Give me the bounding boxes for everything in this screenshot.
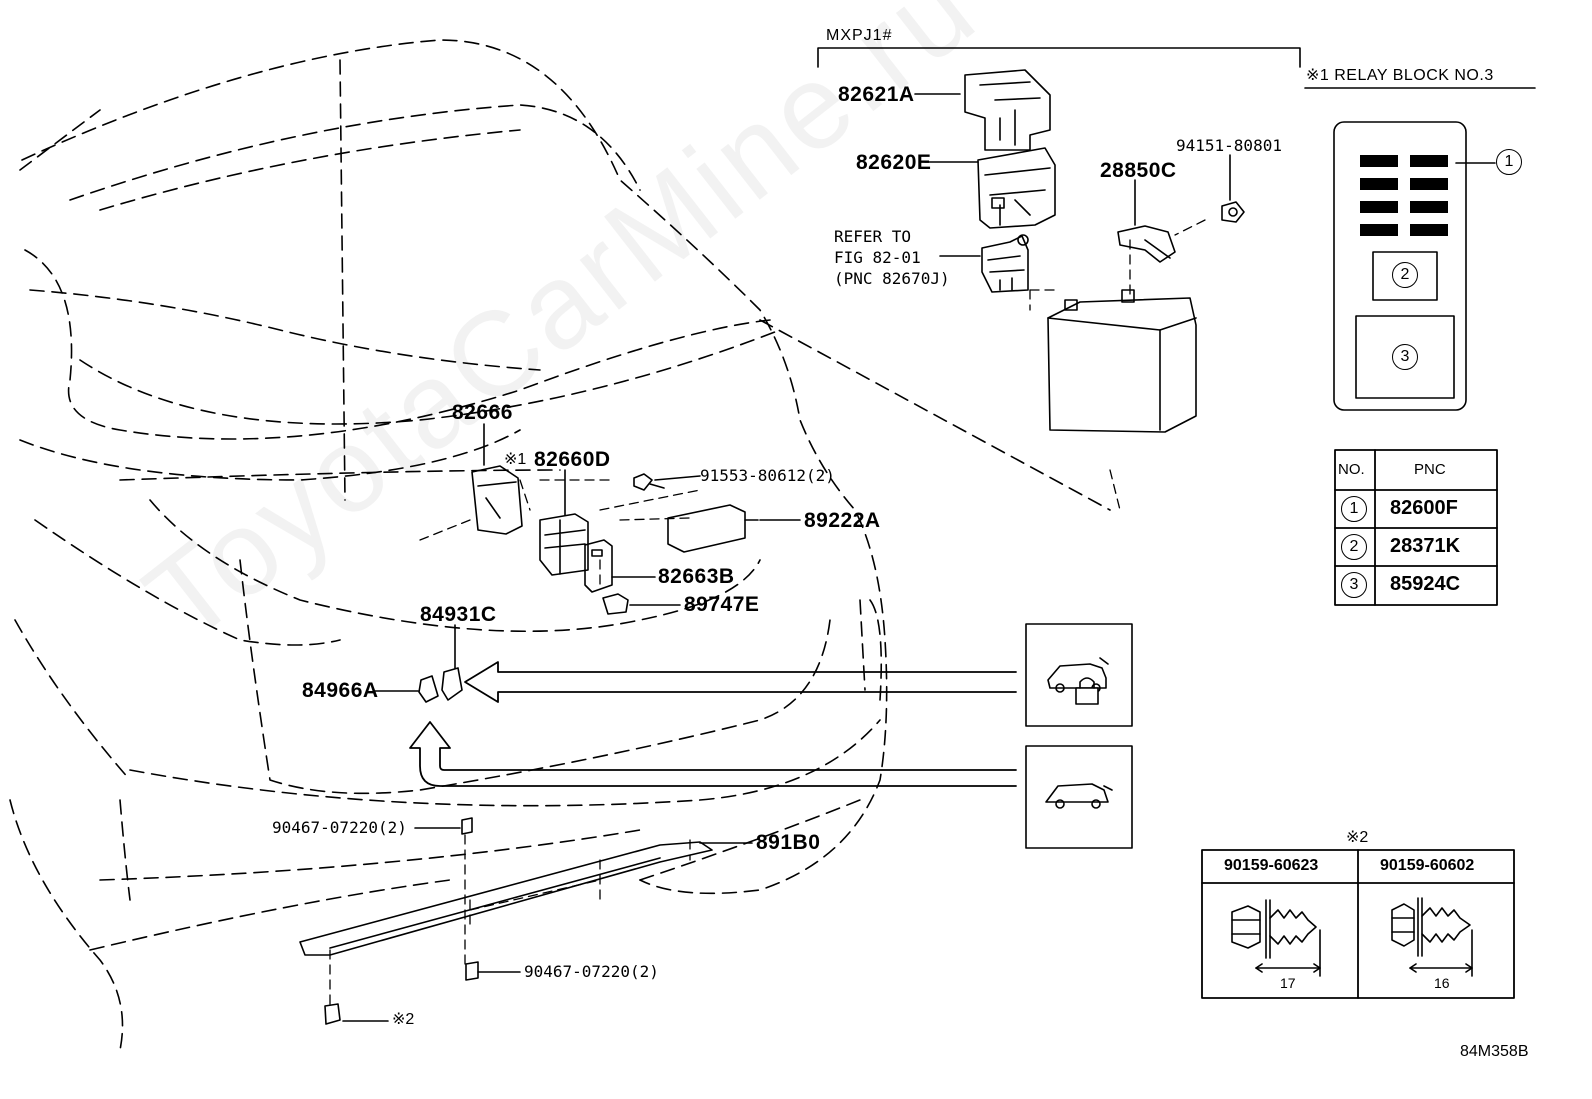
ref-mark-1: ※1 xyxy=(504,451,527,468)
screw-ref2 xyxy=(324,1003,341,1025)
bolt-col-2-part[interactable]: 90159-60602 xyxy=(1380,857,1475,874)
part-label-90467-07220-upper[interactable]: 90467-07220(2) xyxy=(272,818,407,837)
pnc-row-3-no: 3 xyxy=(1341,572,1367,598)
part-label-891B0[interactable]: 891B0 xyxy=(756,831,821,854)
pnc-row-2-no: 2 xyxy=(1341,534,1367,560)
part-label-91553-80612[interactable]: 91553-80612(2) xyxy=(700,466,835,485)
relay-block-cover-82621A xyxy=(964,69,1051,151)
pnc-table-grid xyxy=(1334,449,1498,606)
bolt-table-title: ※2 xyxy=(1346,829,1369,846)
battery xyxy=(1047,289,1197,433)
part-label-84966A[interactable]: 84966A xyxy=(302,679,379,702)
relay-callout-1: 1 xyxy=(1496,149,1522,175)
car-lock-icon xyxy=(1025,623,1133,727)
part-label-84931C[interactable]: 84931C xyxy=(420,603,497,626)
fuse-block-82660D xyxy=(539,513,589,576)
module-89222A xyxy=(667,504,759,553)
diagram-code: 84M358B xyxy=(1460,1043,1529,1060)
refer-note-line-2: FIG 82-01 xyxy=(834,248,921,267)
part-label-82621A[interactable]: 82621A xyxy=(838,83,915,106)
relay-82663B xyxy=(584,539,613,593)
callout-arrows xyxy=(409,661,1017,787)
relay-block-82620E xyxy=(977,147,1056,229)
clip-90467-upper xyxy=(461,817,473,835)
car-tailgate-icon xyxy=(1025,745,1133,849)
part-label-89222A[interactable]: 89222A xyxy=(804,509,881,532)
bolt-col-1-part[interactable]: 90159-60623 xyxy=(1224,857,1319,874)
part-label-90467-07220-lower[interactable]: 90467-07220(2) xyxy=(524,962,659,981)
part-label-28850C[interactable]: 28850C xyxy=(1100,159,1177,182)
switch-84931C xyxy=(441,667,463,701)
pnc-row-2-pnc[interactable]: 28371K xyxy=(1390,535,1461,557)
relay-callout-2: 2 xyxy=(1392,262,1418,288)
part-label-94151-80801[interactable]: 94151-80801 xyxy=(1176,136,1282,155)
bolt-table-grid xyxy=(1201,849,1515,999)
refer-note-line-3: (PNC 82670J) xyxy=(834,269,950,288)
vehicle-outline xyxy=(9,39,1111,1051)
part-label-82666[interactable]: 82666 xyxy=(452,401,513,424)
pnc-row-1-pnc[interactable]: 82600F xyxy=(1390,497,1458,519)
leader-lines xyxy=(342,47,1536,1022)
bracket-82666 xyxy=(471,465,523,535)
relay-block-no3-diagram xyxy=(1333,121,1467,411)
relay-callout-3: 3 xyxy=(1392,344,1418,370)
connector-82670J xyxy=(981,234,1029,293)
model-bracket-label: MXPJ1# xyxy=(826,27,893,44)
refer-note-line-1: REFER TO xyxy=(834,227,912,246)
bolt-drawing-17 xyxy=(1231,899,1321,977)
part-label-89747E[interactable]: 89747E xyxy=(684,593,760,616)
pnc-header-pnc: PNC xyxy=(1414,461,1446,478)
part-label-82663B[interactable]: 82663B xyxy=(658,565,735,588)
pnc-row-3-pnc[interactable]: 85924C xyxy=(1390,573,1461,595)
bolt-col-2-length: 16 xyxy=(1434,975,1450,991)
part-label-82660D[interactable]: 82660D xyxy=(534,448,611,471)
clip-90467-lower xyxy=(465,961,479,981)
pnc-header-no: NO. xyxy=(1338,461,1365,478)
bolt-col-1-length: 17 xyxy=(1280,975,1296,991)
part-label-82620E[interactable]: 82620E xyxy=(856,151,932,174)
nut-94151-80801 xyxy=(1221,201,1245,223)
relay-block-title: ※1 RELAY BLOCK NO.3 xyxy=(1306,67,1494,84)
pnc-row-1-no: 1 xyxy=(1341,496,1367,522)
connector-89747E xyxy=(602,593,629,615)
garnish-891B0 xyxy=(299,841,713,956)
bolt-drawing-16 xyxy=(1391,897,1473,977)
cable-28850C xyxy=(1117,225,1176,263)
bolt-91553-80612 xyxy=(633,473,665,491)
ref-mark-2: ※2 xyxy=(392,1011,415,1028)
switch-84966A xyxy=(418,675,439,703)
